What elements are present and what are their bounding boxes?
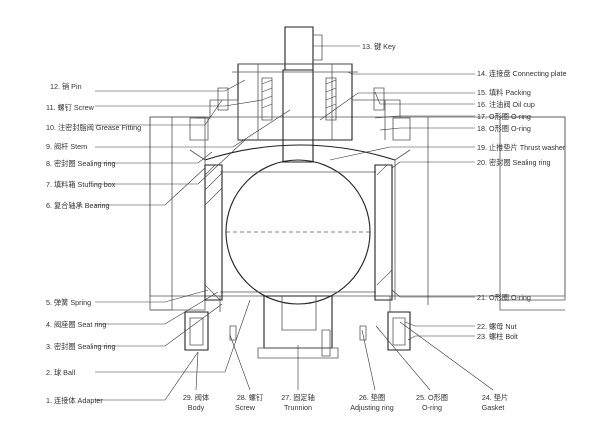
key-block — [284, 26, 314, 71]
connecting-plate — [232, 63, 358, 73]
label-28-screw: 28. 螺钉 — [237, 393, 263, 402]
label-15-packing: 15. 填料 Packing — [477, 88, 531, 97]
label-5-spring: 5. 弹簧 Spring — [46, 298, 91, 307]
left-flange — [149, 116, 206, 311]
label-19-thrust-washer: 19. 止推垫片 Thrust washer — [477, 143, 566, 152]
labels-left: 12. 销 Pin 11. 螺钉 Screw 10. 注密封脂阀 Grease … — [46, 82, 141, 405]
label-13-key: 13. 键 Key — [362, 42, 396, 51]
label-26-adjusting-ring: 26. 垫圈 — [359, 393, 385, 402]
upper-body — [204, 144, 396, 161]
label-4-seat-ring: 4. 阀座圈 Seat ring — [46, 320, 106, 329]
label-21-o-ring: 21. O形圈 O-ring — [477, 293, 531, 302]
right-nut-bolt — [387, 311, 411, 351]
left-seat-ring — [204, 164, 223, 301]
right-seat-ring — [374, 164, 393, 301]
left-nut-bolt — [184, 311, 209, 351]
label-3-sealing-ring: 3. 密封圈 Sealing ring — [46, 342, 116, 351]
label-26-adjusting-ring-en: Adjusting ring — [350, 403, 394, 412]
label-18-o-ring: 18. O形圈 O-ring — [477, 124, 531, 133]
labels-right: 13. 键 Key 14. 连接盘 Connecting plate 15. 填… — [362, 42, 567, 341]
label-24-gasket-en: Gasket — [482, 403, 505, 412]
label-20-sealing-ring: 20. 密封圈 Sealing ring — [477, 158, 551, 167]
label-24-gasket: 24. 垫片 — [482, 393, 508, 402]
right-flange — [499, 116, 566, 301]
label-2-ball: 2. 球 Ball — [46, 368, 76, 377]
label-27-trunnion: 27. 固定轴 — [281, 393, 315, 402]
label-7-stuffing-box: 7. 填料箱 Stuffing box — [46, 180, 116, 189]
label-8-sealing-ring: 8. 密封圈 Sealing ring — [46, 159, 116, 168]
label-6-bearing: 6. 复合轴承 Bearing — [46, 201, 110, 210]
label-10-grease-fitting: 10. 注密封脂阀 Grease Fitting — [46, 123, 141, 132]
label-16-oil-cup: 16. 注油阀 Oil cup — [477, 100, 535, 109]
label-27-trunnion-en: Trunnion — [284, 403, 312, 412]
label-25-o-ring-en: O-ring — [422, 403, 442, 412]
label-1-adapter: 1. 连接体 Adapter — [46, 396, 103, 405]
label-29-body: 29. 阀体 — [183, 393, 209, 402]
label-9-stem: 9. 阀杆 Stem — [46, 142, 87, 151]
label-12-pin: 12. 销 Pin — [50, 82, 82, 91]
label-25-o-ring: 25. O形圈 — [416, 393, 448, 402]
leader-lines — [95, 45, 494, 401]
label-29-body-en: Body — [188, 403, 205, 412]
bonnet — [237, 63, 353, 141]
label-23-bolt: 23. 螺柱 Bolt — [477, 332, 518, 341]
label-14-connecting-plate: 14. 连接盘 Connecting plate — [477, 69, 567, 78]
label-28-screw-en: Screw — [235, 403, 256, 412]
stem — [282, 69, 314, 163]
label-11-screw: 11. 螺钉 Screw — [46, 103, 95, 112]
labels-bottom: 29. 阀体 Body 28. 螺钉 Screw 27. 固定轴 Trunnio… — [183, 393, 508, 412]
label-22-nut: 22. 螺母 Nut — [477, 322, 517, 331]
label-17-o-ring: 17. O形圈 O-ring — [477, 112, 531, 121]
